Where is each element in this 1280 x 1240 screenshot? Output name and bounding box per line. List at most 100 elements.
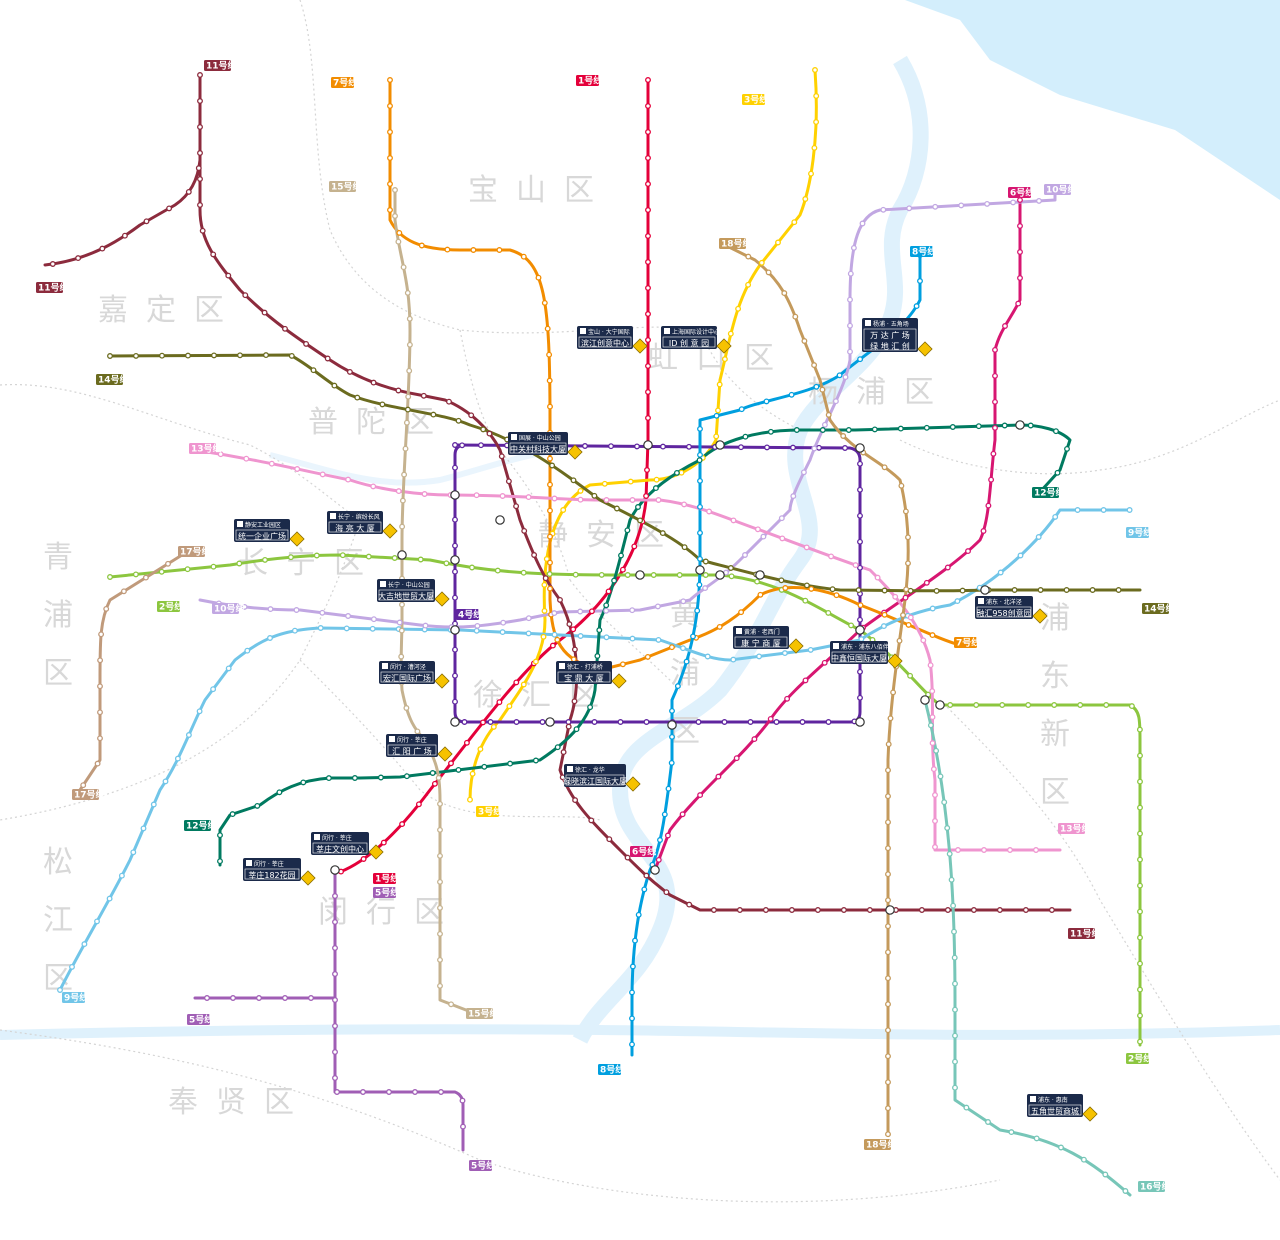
station-dot[interactable] bbox=[437, 930, 443, 937]
station-dot[interactable] bbox=[572, 797, 579, 804]
location-marker-icon[interactable] bbox=[887, 653, 903, 669]
station-dot[interactable] bbox=[582, 443, 588, 449]
station-dot[interactable] bbox=[857, 538, 863, 545]
station-dot[interactable] bbox=[842, 445, 848, 451]
station-dot[interactable] bbox=[932, 203, 939, 210]
station-dot[interactable] bbox=[951, 954, 958, 961]
station-dot[interactable] bbox=[929, 740, 936, 747]
station-dot[interactable] bbox=[850, 244, 857, 251]
station-dot[interactable] bbox=[1054, 469, 1061, 476]
station-dot[interactable] bbox=[950, 902, 957, 909]
station-dot[interactable] bbox=[857, 564, 863, 571]
station-dot[interactable] bbox=[557, 596, 563, 603]
station-dot[interactable] bbox=[387, 207, 393, 213]
station-dot[interactable] bbox=[573, 726, 580, 733]
station-dot[interactable] bbox=[779, 535, 786, 542]
station-dot[interactable] bbox=[225, 272, 232, 279]
interchange-station[interactable] bbox=[495, 515, 505, 525]
station-dot[interactable] bbox=[332, 945, 338, 951]
station-dot[interactable] bbox=[551, 610, 558, 617]
station-dot[interactable] bbox=[547, 559, 553, 566]
station-dot[interactable] bbox=[763, 398, 770, 405]
station-dot[interactable] bbox=[1017, 249, 1023, 255]
station-dot[interactable] bbox=[256, 995, 262, 1001]
interchange-station[interactable] bbox=[695, 565, 705, 575]
interchange-station[interactable] bbox=[855, 625, 865, 635]
station-dot[interactable] bbox=[1037, 587, 1044, 593]
station-dot[interactable] bbox=[455, 417, 462, 424]
station-dot[interactable] bbox=[842, 374, 849, 381]
station-dot[interactable] bbox=[788, 907, 795, 913]
station-dot[interactable] bbox=[645, 77, 651, 83]
location-marker-icon[interactable] bbox=[788, 638, 804, 654]
station-dot[interactable] bbox=[1064, 445, 1070, 452]
station-dot[interactable] bbox=[645, 415, 651, 421]
station-dot[interactable] bbox=[572, 571, 579, 578]
station-dot[interactable] bbox=[885, 1105, 891, 1112]
station-dot[interactable] bbox=[929, 714, 936, 721]
station-dot[interactable] bbox=[881, 587, 888, 594]
station-dot[interactable] bbox=[196, 708, 203, 715]
station-dot[interactable] bbox=[204, 995, 210, 1001]
station-dot[interactable] bbox=[905, 534, 911, 541]
station-dot[interactable] bbox=[360, 1089, 366, 1095]
location-marker-icon[interactable] bbox=[625, 776, 641, 792]
station-dot[interactable] bbox=[713, 433, 720, 440]
station-dot[interactable] bbox=[905, 621, 912, 628]
station-dot[interactable] bbox=[551, 631, 558, 638]
station-dot[interactable] bbox=[332, 1049, 338, 1055]
station-dot[interactable] bbox=[331, 382, 338, 389]
station-dot[interactable] bbox=[254, 802, 261, 809]
station-dot[interactable] bbox=[588, 817, 595, 824]
station-dot[interactable] bbox=[892, 593, 899, 600]
line-tag-l11[interactable]: 11号线 bbox=[204, 60, 237, 72]
station-dot[interactable] bbox=[992, 424, 998, 431]
station-dot[interactable] bbox=[469, 770, 476, 777]
line-tag-l8[interactable]: 8号线 bbox=[910, 246, 936, 258]
station-dot[interactable] bbox=[907, 672, 914, 679]
line-tag-l11[interactable]: 11号线 bbox=[36, 282, 69, 294]
station-dot[interactable] bbox=[452, 646, 458, 653]
station-dot[interactable] bbox=[535, 274, 542, 281]
station-dot[interactable] bbox=[885, 819, 891, 826]
station-dot[interactable] bbox=[803, 582, 810, 589]
station-dot[interactable] bbox=[1036, 197, 1042, 204]
station-dot[interactable] bbox=[1017, 223, 1023, 229]
station-dot[interactable] bbox=[629, 963, 636, 970]
station-dot[interactable] bbox=[975, 423, 982, 430]
station-dot[interactable] bbox=[855, 587, 862, 594]
station-dot[interactable] bbox=[587, 704, 594, 711]
interchange-station[interactable] bbox=[935, 700, 945, 710]
interchange-station[interactable] bbox=[450, 490, 460, 500]
interchange-station[interactable] bbox=[635, 570, 645, 580]
station-dot[interactable] bbox=[499, 493, 506, 499]
station-dot[interactable] bbox=[398, 653, 405, 660]
station-dot[interactable] bbox=[845, 427, 852, 433]
station-dot[interactable] bbox=[944, 564, 951, 571]
station-dot[interactable] bbox=[730, 656, 737, 663]
station-dot[interactable] bbox=[210, 563, 217, 570]
station-dot[interactable] bbox=[645, 155, 651, 161]
station-dot[interactable] bbox=[313, 552, 320, 559]
line-tag-l6[interactable]: 6号线 bbox=[630, 846, 656, 858]
station-dot[interactable] bbox=[603, 634, 610, 641]
station-dot[interactable] bbox=[225, 665, 232, 672]
station-dot[interactable] bbox=[379, 401, 386, 408]
interchange-station[interactable] bbox=[755, 570, 765, 580]
station-dot[interactable] bbox=[742, 552, 748, 558]
station-dot[interactable] bbox=[898, 482, 905, 489]
station-dot[interactable] bbox=[459, 442, 466, 449]
station-dot[interactable] bbox=[965, 548, 971, 555]
station-dot[interactable] bbox=[217, 451, 224, 458]
station-dot[interactable] bbox=[532, 658, 539, 665]
station-dot[interactable] bbox=[885, 871, 891, 878]
station-dot[interactable] bbox=[902, 594, 909, 601]
station-dot[interactable] bbox=[680, 645, 686, 652]
station-dot[interactable] bbox=[496, 247, 503, 253]
station-dot[interactable] bbox=[885, 923, 891, 930]
station-dot[interactable] bbox=[887, 715, 894, 722]
station-dot[interactable] bbox=[635, 504, 641, 510]
